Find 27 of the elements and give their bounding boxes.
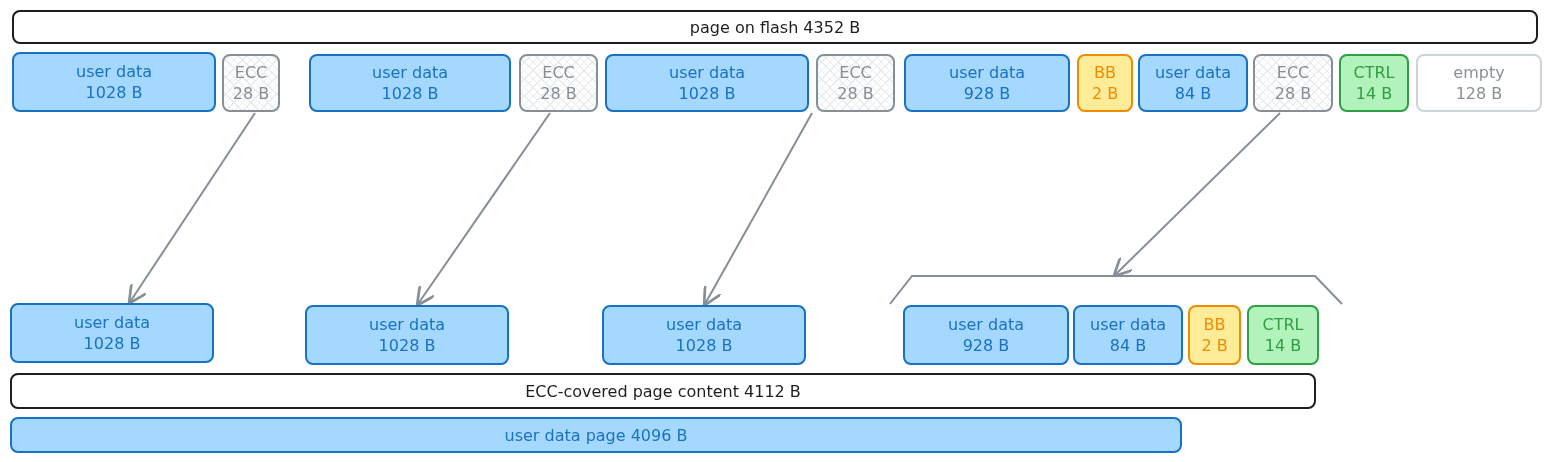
ecc-block: ECC 28 B bbox=[222, 54, 280, 112]
control-block: CTRL 14 B bbox=[1247, 305, 1319, 365]
bracket bbox=[889, 275, 1343, 305]
page-band: ECC-covered page content 4112 B bbox=[10, 373, 1316, 409]
user-data-block: user data 1028 B bbox=[602, 305, 806, 365]
control-block: CTRL 14 B bbox=[1339, 54, 1409, 112]
user-data-block: user data 1028 B bbox=[305, 305, 509, 365]
user-data-block: user data 928 B bbox=[903, 305, 1069, 365]
bad-block-marker: BB 2 B bbox=[1188, 305, 1241, 365]
arrow bbox=[702, 112, 813, 307]
user-data-block: user data 928 B bbox=[904, 54, 1070, 112]
bad-block-marker: BB 2 B bbox=[1077, 54, 1133, 112]
arrow bbox=[1112, 112, 1281, 278]
ecc-block: ECC 28 B bbox=[816, 54, 895, 112]
user-data-block: user data 1028 B bbox=[309, 54, 511, 112]
user-data-band: user data page 4096 B bbox=[10, 417, 1182, 453]
arrow bbox=[127, 112, 256, 305]
user-data-block: user data 84 B bbox=[1073, 305, 1183, 365]
ecc-block: ECC 28 B bbox=[519, 54, 598, 112]
user-data-block: user data 1028 B bbox=[12, 52, 216, 112]
page-band: page on flash 4352 B bbox=[12, 10, 1538, 44]
user-data-block: user data 1028 B bbox=[605, 54, 809, 112]
user-data-block: user data 1028 B bbox=[10, 303, 214, 363]
arrow bbox=[415, 112, 551, 307]
ecc-block: ECC 28 B bbox=[1253, 54, 1333, 112]
user-data-block: user data 84 B bbox=[1138, 54, 1248, 112]
empty-block: empty 128 B bbox=[1416, 54, 1542, 112]
